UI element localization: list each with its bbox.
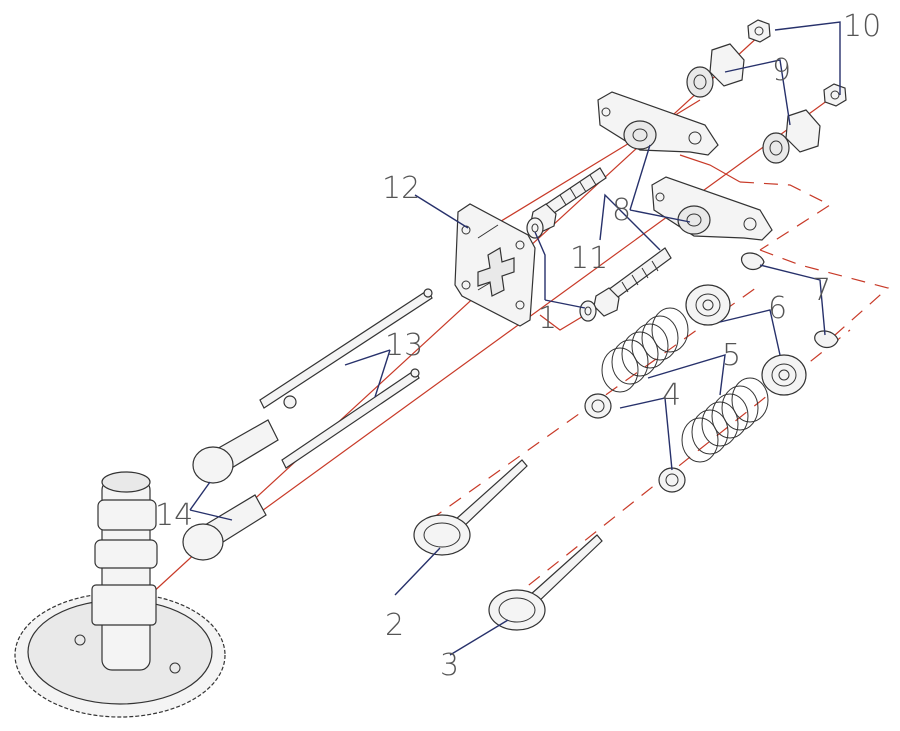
part-3-valve: [488, 534, 603, 631]
part-5-spring-lower: [681, 377, 769, 463]
part-9-sleeve-upper: [686, 43, 745, 98]
part-11-stud-lower: [593, 247, 672, 317]
callout-9: 9: [772, 53, 791, 88]
callout-8: 8: [612, 193, 631, 228]
callout-7: 7: [812, 273, 831, 308]
part-5-spring-upper: [601, 307, 689, 393]
callout-5: 5: [722, 338, 741, 373]
part-13-push-rod-upper: [259, 288, 433, 409]
callout-12: 12: [382, 171, 420, 206]
part-7-collet-lower: [814, 330, 839, 349]
callout-13: 13: [385, 328, 423, 363]
part-14-tappet-upper: [192, 419, 279, 484]
callout-labels: 10 9 8 12 11 1 7 6 5 4 13 14 2 3: [155, 9, 881, 683]
callout-11: 11: [570, 241, 608, 276]
part-10-nut-upper: [747, 19, 771, 43]
callout-1: 1: [538, 301, 557, 336]
callout-4: 4: [662, 378, 681, 413]
callout-10: 10: [843, 9, 881, 44]
part-12-guide-plate: [454, 203, 536, 327]
callout-3: 3: [440, 648, 459, 683]
part-10-nut-lower: [823, 83, 847, 107]
part-6-retainer-upper: [685, 284, 731, 326]
part-14-tappet-lower: [182, 494, 267, 561]
part-4-seal-upper: [584, 393, 612, 419]
callout-6: 6: [768, 291, 787, 326]
part-1-washer-upper: [526, 217, 544, 239]
part-2-valve: [413, 459, 528, 556]
part-1-washer-lower: [579, 300, 597, 322]
part-4-seal-lower: [658, 467, 686, 493]
leader-lines: [189, 21, 841, 656]
part-7-collet-upper: [741, 252, 765, 271]
camshaft-gear-assembly: [14, 471, 226, 718]
part-13-push-rod-lower: [281, 368, 420, 469]
callout-2: 2: [385, 608, 404, 643]
part-6-retainer-lower: [761, 354, 807, 396]
part-8-rocker-arm-upper: [597, 91, 719, 156]
part-9-sleeve-lower: [762, 109, 821, 164]
part-8-rocker-arm-lower: [651, 176, 773, 241]
callout-14: 14: [155, 498, 193, 533]
